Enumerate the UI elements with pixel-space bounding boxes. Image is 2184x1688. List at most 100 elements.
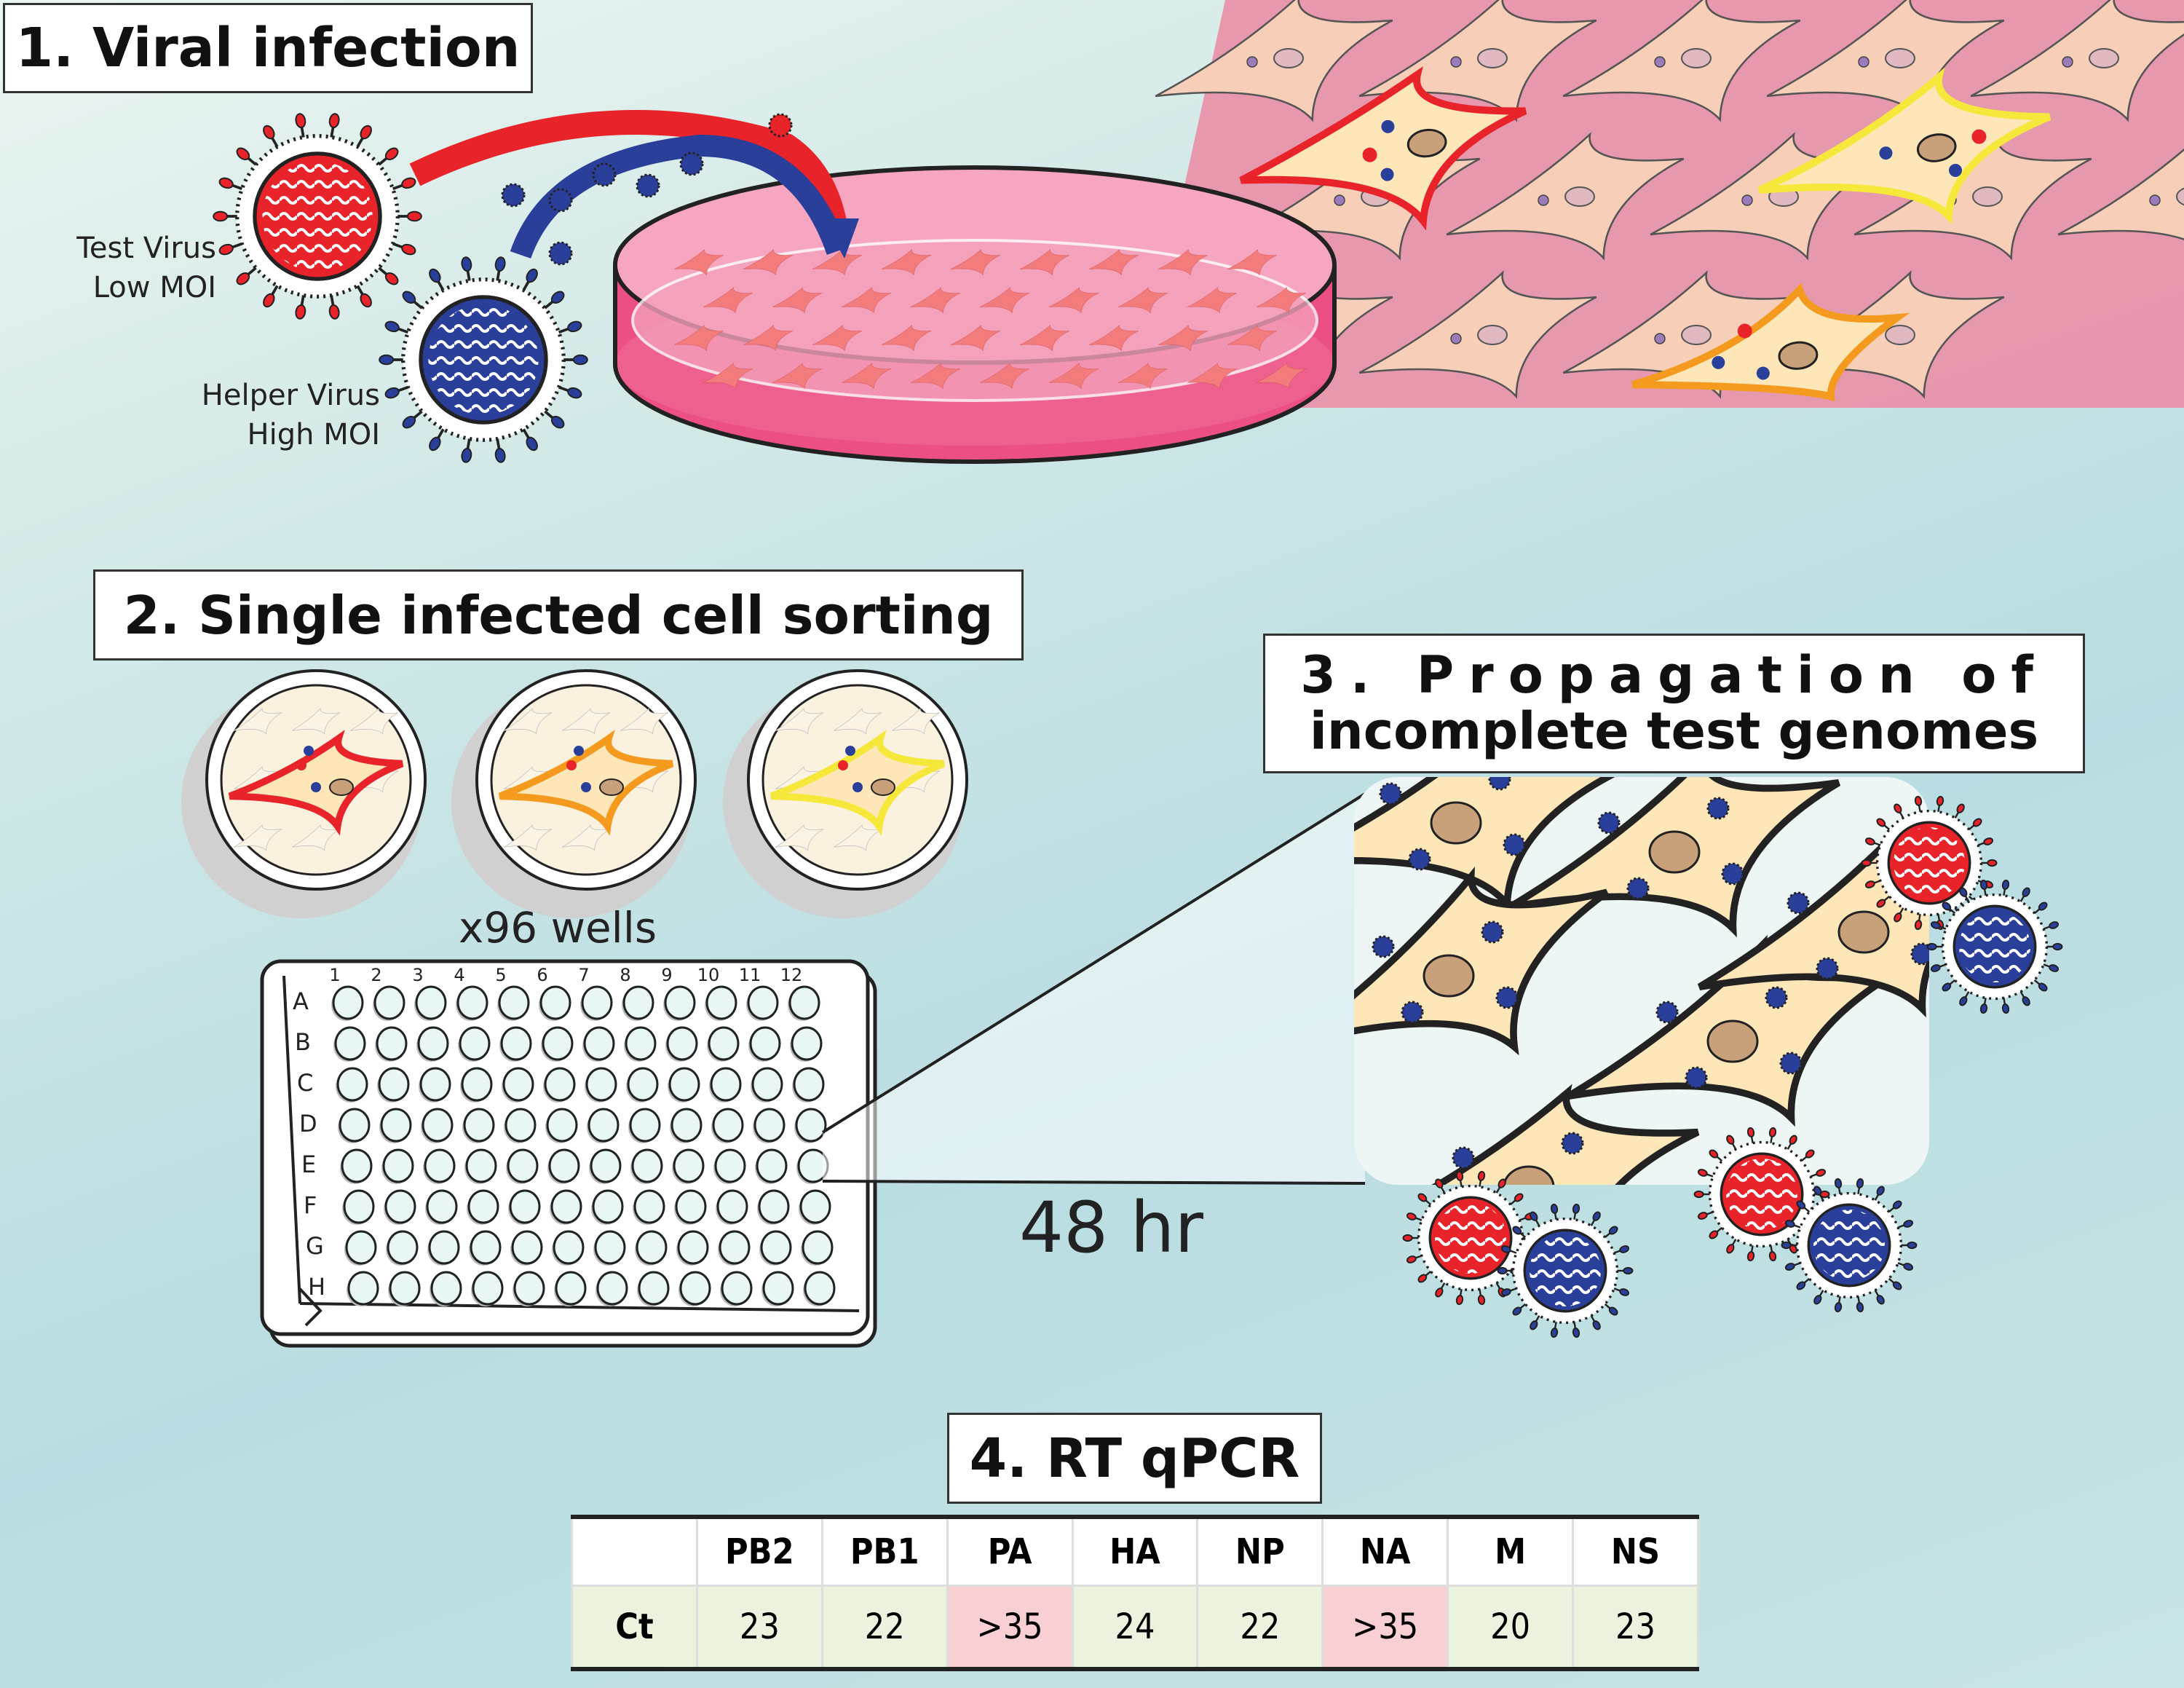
plate-well [795,1108,827,1143]
plate-well [751,1067,783,1102]
plate-well [716,1189,748,1224]
plate-well [625,1026,657,1061]
plate-well [585,1067,617,1102]
incubation-time-label: 48 hr [1019,1187,1203,1269]
propagation-zoom-panel [1354,777,1929,1185]
plate-well [710,1067,742,1102]
plate-column-label: 1 [329,965,341,985]
helper-virus-moi-label: High MOI [247,418,380,451]
step4-title: 4. RT qPCR [947,1413,1322,1504]
table-row: Ct 23 22 >35 24 22 >35 20 23 [571,1585,1699,1671]
step1-title: 1. Viral infection [3,3,533,93]
plate-well [679,1271,711,1306]
step3-title-line1: 3. Propagation of [1300,645,2048,705]
plate-well [675,1189,707,1224]
step3-title-line2: incomplete test genomes [1309,701,2039,761]
plate-well [341,1148,373,1183]
plate-row-label: C [297,1069,314,1097]
plate-well [705,985,737,1020]
plate-well [546,1108,578,1143]
plate-column-label: 10 [697,965,720,985]
plate-well [347,1271,379,1306]
plate-column-label: 6 [537,965,548,985]
step3-title: 3. Propagation of incomplete test genome… [1263,634,2085,773]
plate-well [544,1067,576,1102]
plate-well [712,1108,744,1143]
plate-well [762,1271,794,1306]
column-header: HA [1071,1515,1199,1587]
plate-well [507,1148,539,1183]
ct-value-cell: 22 [820,1585,949,1671]
column-header: M [1447,1515,1574,1587]
plate-well [804,1271,836,1306]
test-virus-arrow [409,110,850,242]
plate-well [666,1026,698,1061]
plate-well [581,985,613,1020]
plate-well [664,985,696,1020]
plate-well [760,1230,792,1265]
plate-column-label: 8 [620,965,631,985]
plate-well [422,1108,454,1143]
plate-column-label: 4 [454,965,465,985]
plate-well [345,1230,377,1265]
plate-well [583,1026,615,1061]
plate-well [631,1148,663,1183]
plate-well [799,1189,831,1224]
plate-well [633,1189,665,1224]
plate-well [714,1148,746,1183]
ct-value-cell: 23 [695,1585,823,1671]
plate-well [747,985,779,1020]
plate-row-label: G [306,1232,324,1260]
plate-well [638,1271,670,1306]
table-corner-cell [571,1515,698,1587]
plate-column-label: 5 [495,965,507,985]
plate-well [753,1108,786,1143]
plate-well [472,1271,504,1306]
plate-well [758,1189,790,1224]
plate-well [629,1108,661,1143]
plate-column-label: 9 [661,965,673,985]
test-virus-label: Test Virus [76,232,216,265]
plate-well [424,1148,456,1183]
plate-well [513,1271,545,1306]
plate-well [500,1026,532,1061]
plate-well [498,985,530,1020]
infected-cell-orange [1631,282,1910,402]
plate-well [587,1108,620,1143]
plate-well [373,985,405,1020]
plate-well [636,1230,668,1265]
infected-cell-red [1239,66,1527,231]
zoom-projection [823,794,1365,1183]
plate-well [343,1189,375,1224]
plate-well [384,1189,416,1224]
ct-value-cell: >35 [1321,1585,1449,1671]
column-header: PB2 [695,1515,823,1587]
plate-well [555,1271,587,1306]
plate-well [461,1067,493,1102]
row-header: Ct [571,1585,698,1671]
plate-column-label: 7 [578,965,590,985]
helper-virus-label: Helper Virus [201,379,380,412]
plate-well [594,1230,626,1265]
plate-row-label: B [295,1028,311,1056]
test-virus-particle [213,113,422,320]
plate-well [430,1271,462,1306]
plate-well [380,1108,412,1143]
plate-well [334,1026,366,1061]
plate-well [339,1108,371,1143]
plate-well [673,1148,705,1183]
wells-count-label: x96 wells [459,903,657,953]
plate-well [592,1189,624,1224]
plate-well [463,1108,495,1143]
plate-well [332,985,364,1020]
plate-well [596,1271,628,1306]
helper-virus-particle [379,256,588,463]
column-header: NA [1321,1515,1449,1587]
plate-well [389,1271,421,1306]
column-header: PB1 [820,1515,949,1587]
plate-well [378,1067,410,1102]
test-virus-moi-label: Low MOI [92,271,216,304]
plate-well [668,1067,700,1102]
plate-well [548,1148,580,1183]
